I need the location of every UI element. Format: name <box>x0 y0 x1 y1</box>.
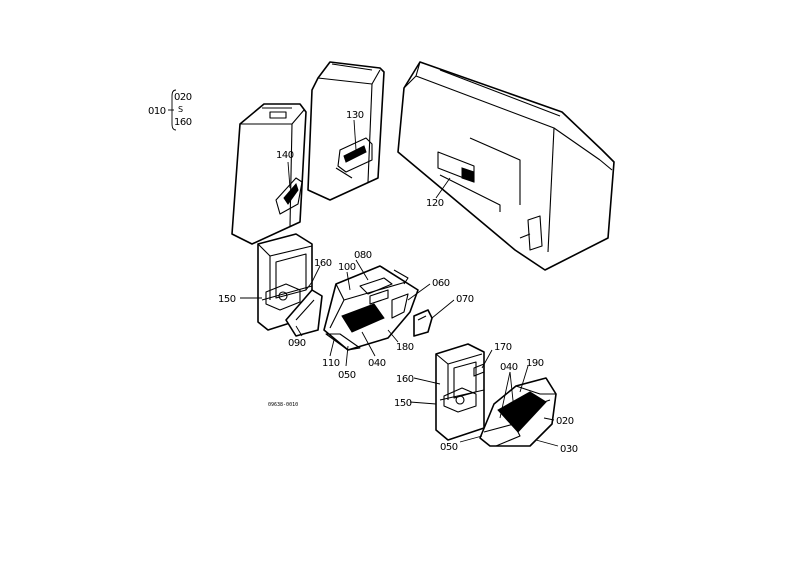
central-housing-part <box>323 265 419 351</box>
callout-190: 190 <box>526 358 544 369</box>
callout-040-upper: 040 <box>368 358 386 369</box>
callout-040-lower: 040 <box>500 362 518 373</box>
callout-050-upper: 050 <box>338 370 356 381</box>
callout-160-lower: 160 <box>396 374 414 385</box>
callout-150-upper: 150 <box>218 294 236 305</box>
callout-160-range-end: 160 <box>174 117 192 128</box>
callout-090: 090 <box>288 338 306 349</box>
callout-170: 170 <box>494 342 512 353</box>
callout-070: 070 <box>456 294 474 305</box>
callout-020: 020 <box>556 416 574 427</box>
callout-020-range-start: 020 <box>174 92 192 103</box>
callout-140: 140 <box>276 150 294 161</box>
callout-080: 080 <box>354 250 372 261</box>
leader-lines <box>168 89 559 447</box>
callout-130: 130 <box>346 110 364 121</box>
callout-160-upper: 160 <box>314 258 332 269</box>
right-bracket-box-part <box>435 343 485 441</box>
callout-010: 010 <box>148 106 166 117</box>
callout-100: 100 <box>338 262 356 273</box>
callout-labels: 010 020 S 160 140 130 120 080 100 160 15… <box>148 92 578 455</box>
callout-150-lower: 150 <box>394 398 412 409</box>
callout-110: 110 <box>322 358 340 369</box>
callout-range-separator: S <box>178 105 183 114</box>
drawing-code: 09638-0010 <box>268 402 298 408</box>
left-cover-part <box>231 103 307 245</box>
rear-cover-part <box>397 61 615 271</box>
callout-050-lower: 050 <box>440 442 458 453</box>
callout-030: 030 <box>560 444 578 455</box>
callout-060: 060 <box>432 278 450 289</box>
gasket-plate-part <box>413 309 433 337</box>
middle-cover-part <box>307 61 385 201</box>
right-housing-part <box>479 377 557 447</box>
callout-120: 120 <box>426 198 444 209</box>
left-bracket-plate-part <box>285 289 323 337</box>
callout-180: 180 <box>396 342 414 353</box>
